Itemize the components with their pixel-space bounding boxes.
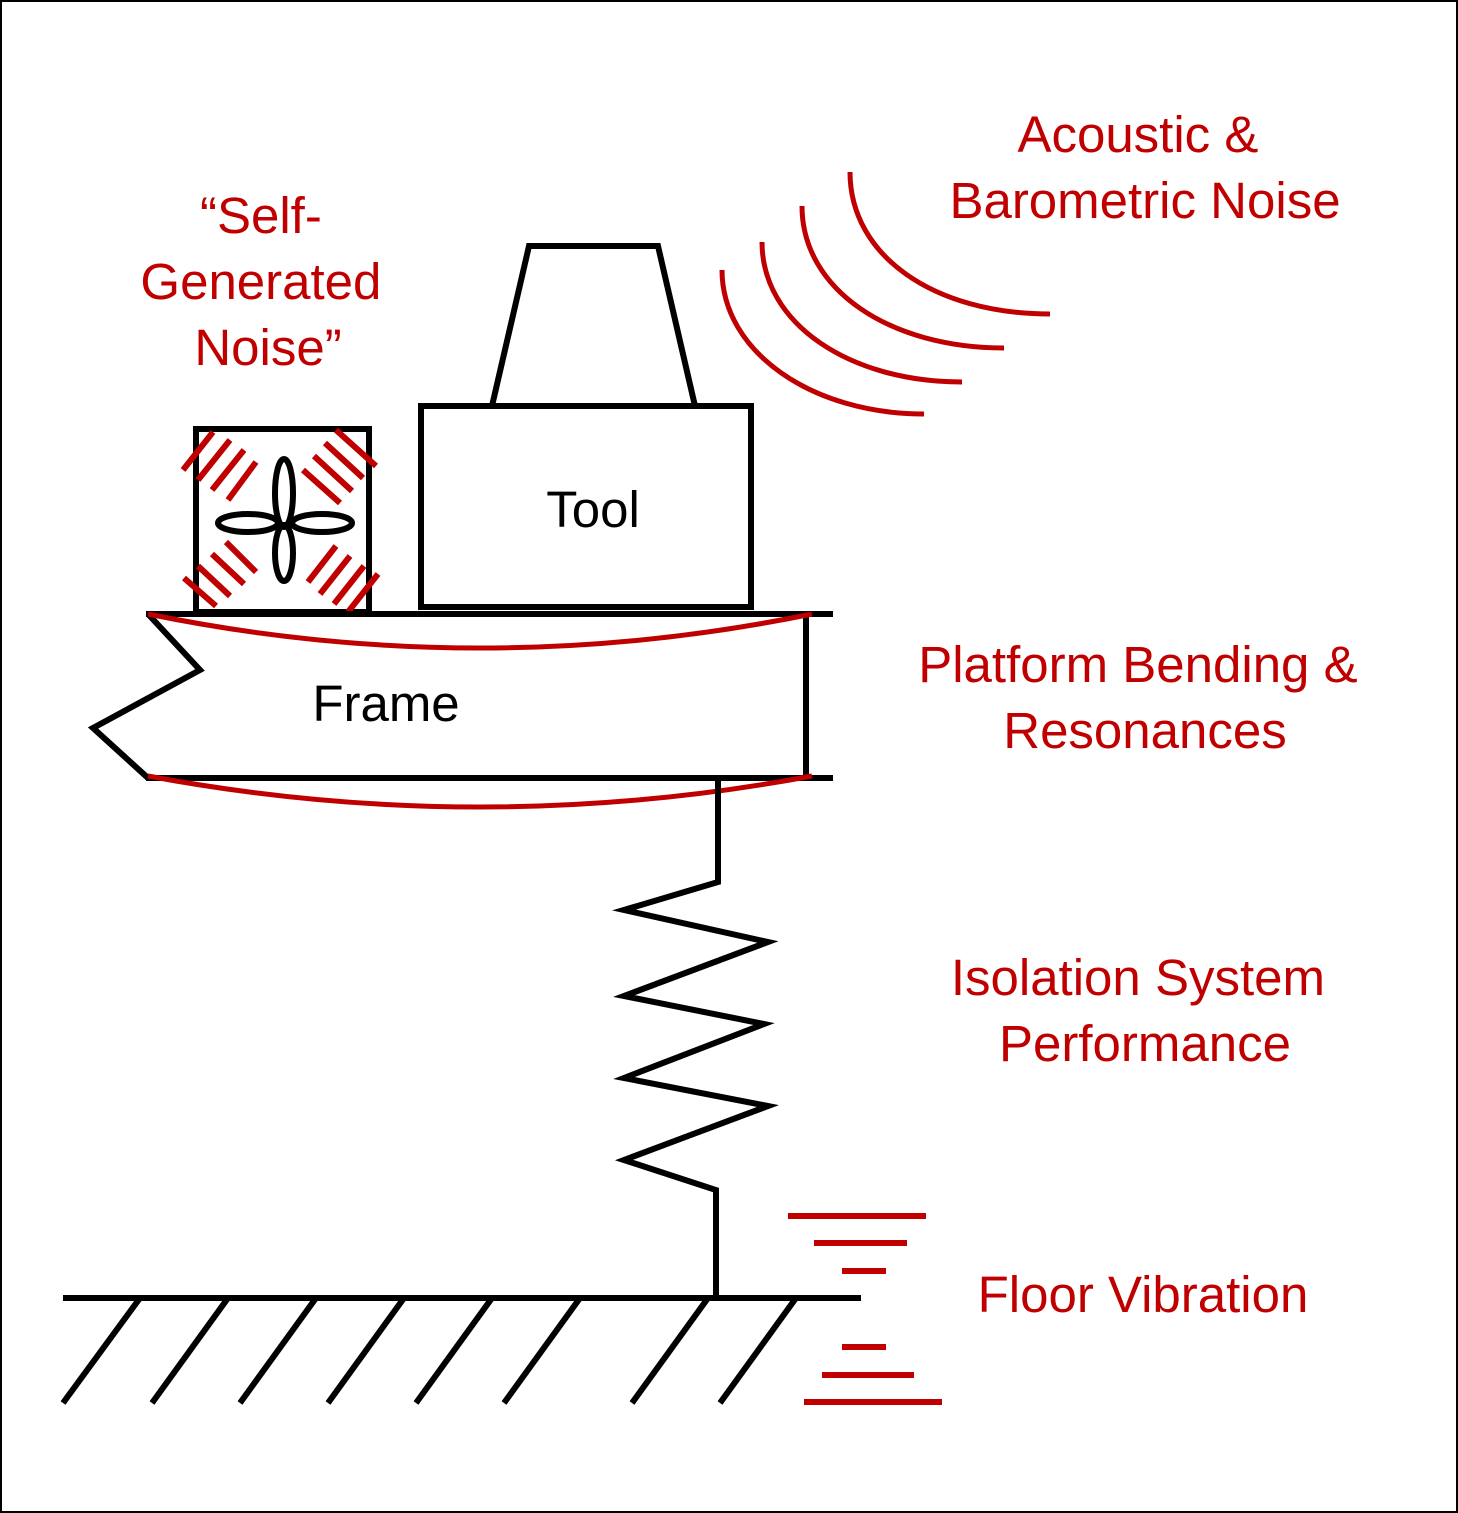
tool: Tool bbox=[418, 243, 754, 610]
frame-label: Frame bbox=[312, 675, 459, 732]
platform-bending-label: Platform Bending & Resonances bbox=[918, 636, 1372, 759]
fan-icon bbox=[215, 456, 355, 584]
tool-label: Tool bbox=[546, 481, 640, 538]
vibration-marks bbox=[180, 427, 381, 614]
ground-hatch-icon bbox=[60, 1295, 861, 1405]
acoustic-noise-label: Acoustic & Barometric Noise bbox=[949, 106, 1340, 229]
spring-icon bbox=[612, 778, 779, 1298]
frame: Frame bbox=[87, 611, 833, 781]
self-generated-noise-label: “Self- Generated Noise” bbox=[140, 187, 395, 376]
sound-waves-icon bbox=[719, 171, 1051, 417]
floor-vibration-marks bbox=[788, 1213, 942, 1405]
floor-vibration-label: Floor Vibration bbox=[978, 1266, 1309, 1323]
isolation-system-label: Isolation System Performance bbox=[951, 949, 1339, 1072]
